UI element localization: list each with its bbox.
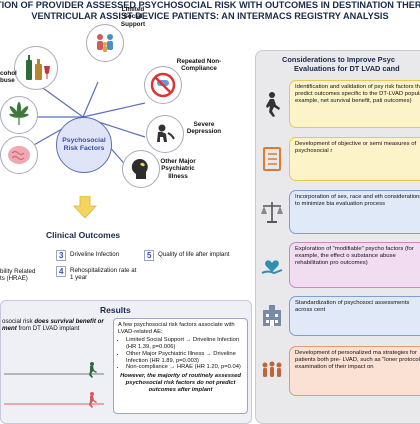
psychosocial-risk-hub: Psychosocial Risk Factors — [56, 117, 112, 173]
consideration-text: Exploration of "modifiable" psycho facto… — [295, 246, 414, 266]
spoke-alcohol — [35, 82, 84, 118]
runner-icon-2 — [89, 392, 97, 408]
consideration-text: Standardization of psychosoci assessment… — [295, 300, 410, 313]
cannabis-leaf-icon — [0, 96, 38, 134]
label-noncompliance: Repeated Non-Compliance — [176, 58, 222, 73]
no-pills-icon — [144, 66, 182, 104]
checklist-icon — [258, 145, 286, 173]
consideration-item: Development of personalized ma strategie… — [289, 346, 420, 396]
label-limited-support: Limited Social Support — [120, 6, 146, 28]
ae-list: Limited Social Support → Driveline Infec… — [118, 337, 243, 372]
consideration-item: Standardization of psychosoci assessment… — [289, 296, 420, 336]
spoke-noncompliance — [82, 102, 146, 118]
scale-icon — [258, 198, 286, 226]
consideration-item: Incorporation of sex, race and eth consi… — [289, 190, 420, 234]
heart-hand-icon — [258, 251, 286, 279]
consideration-text: Development of personalized ma strategie… — [295, 350, 420, 370]
consideration-item: Development of objective or semi measure… — [289, 137, 420, 181]
hospital-icon — [258, 302, 286, 330]
psychiatric-head-icon — [122, 150, 160, 188]
brain-icon — [0, 136, 38, 174]
running-person-icon — [258, 90, 286, 118]
adverse-events-box: A few psychosocial risk factors associat… — [113, 318, 248, 414]
consideration-item: Identification and validation of psy ris… — [289, 80, 420, 128]
survival-race-graphic — [4, 362, 104, 408]
runner-icon — [89, 362, 97, 378]
label-depression: Severe Depression — [186, 121, 222, 136]
list-item: Limited Social Support → Driveline Infec… — [126, 337, 243, 351]
considerations-heading: Considerations to Improve Psyc Evaluatio… — [282, 55, 400, 73]
ae-conclusion: However, the majority of routinely asses… — [120, 373, 241, 394]
depressed-person-icon — [146, 115, 184, 153]
consideration-text: Development of objective or semi measure… — [295, 141, 417, 154]
people-group-icon — [258, 357, 286, 385]
spoke-support — [82, 81, 99, 118]
outcome-hrae: bility Related ts (HRAE) — [0, 268, 36, 283]
clinical-outcomes-heading: Clinical Outcomes — [46, 230, 121, 240]
family-support-icon — [86, 24, 124, 62]
label-psychiatric: Other Major Psychiatric Illness — [160, 158, 196, 180]
list-item: Non-compliance → HRAE (HR 1.20, p=0.04) — [126, 364, 243, 371]
results-heading: Results — [100, 305, 131, 315]
results-summary: osocial risk does survival benefit or me… — [2, 318, 104, 333]
page-title: ATION OF PROVIDER ASSESSED PSYCHOSOCIAL … — [0, 0, 420, 21]
list-item: Other Major Psychiatric Illness → Drivel… — [126, 351, 243, 365]
consideration-text: Identification and validation of psy ris… — [295, 84, 420, 104]
alcohol-bottle-icon — [14, 46, 58, 90]
consideration-text: Incorporation of sex, race and eth consi… — [295, 194, 420, 207]
label-alcohol: cohol buse — [0, 70, 17, 85]
down-arrow-icon — [73, 196, 97, 218]
consideration-item: Exploration of "modifiable" psycho facto… — [289, 242, 420, 288]
